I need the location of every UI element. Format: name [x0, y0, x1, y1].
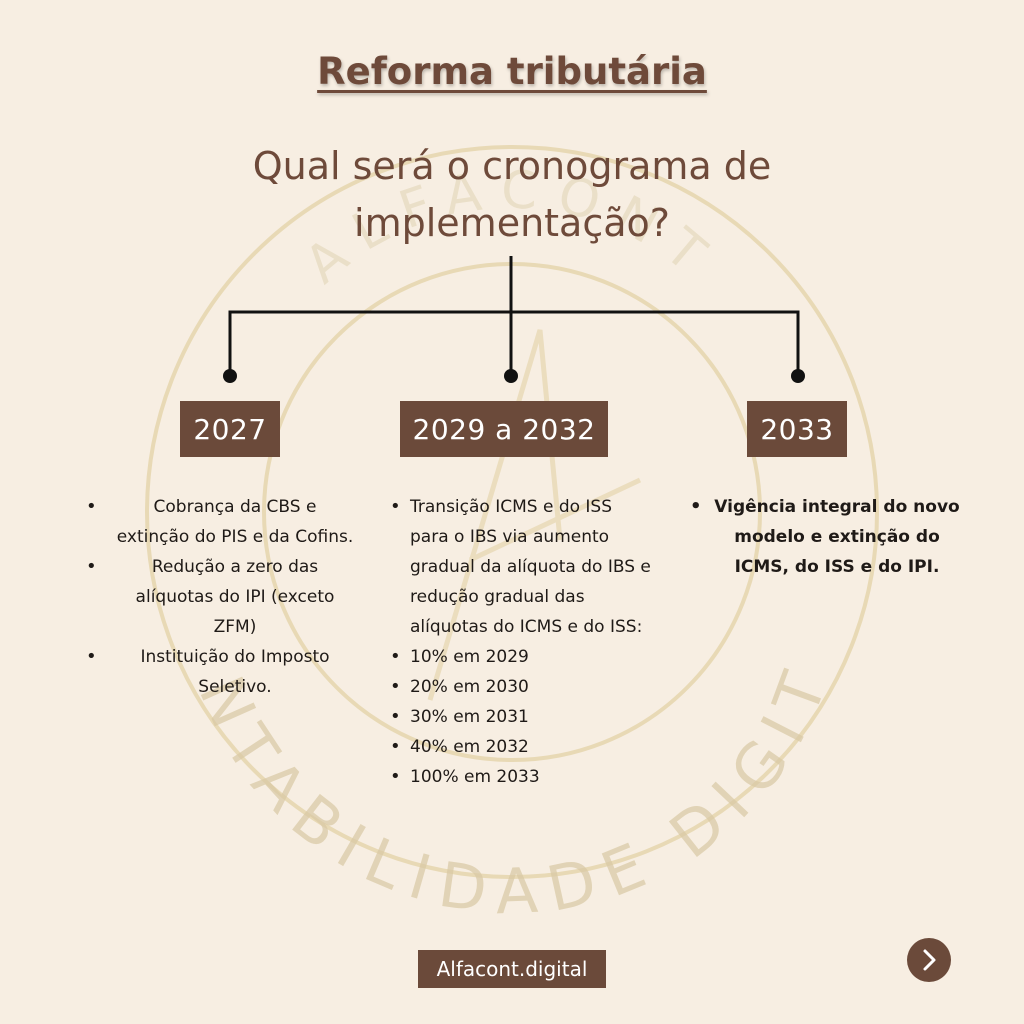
bullet-icon: • [390, 676, 401, 697]
year-badge-2027: 2027 [180, 401, 280, 457]
list-item: •10% em 2029 [386, 642, 656, 672]
bullet-icon: • [390, 706, 401, 727]
year-badge-2033: 2033 [747, 401, 847, 457]
bullet-icon: • [390, 496, 401, 517]
question-heading: Qual será o cronograma de implementação? [252, 144, 772, 245]
bullet-icon: • [390, 736, 401, 757]
connector-dot-3 [791, 369, 805, 383]
bullet-icon: • [86, 646, 97, 667]
year-badge-2029-2032: 2029 a 2032 [400, 401, 608, 457]
list-item: •30% em 2031 [386, 702, 656, 732]
bullet-icon: • [86, 496, 97, 517]
list-item: •20% em 2030 [386, 672, 656, 702]
connector-dot-2 [504, 369, 518, 383]
list-2033: •Vigência integral do novo modelo e exti… [686, 492, 966, 582]
bullet-icon: • [690, 496, 702, 517]
list-2029-2032: •Transição ICMS e do ISS para o IBS via … [386, 492, 656, 792]
next-slide-button[interactable] [907, 938, 951, 982]
list-item: •Transição ICMS e do ISS para o IBS via … [386, 492, 656, 642]
chevron-right-icon [923, 949, 936, 971]
list-item: •Vigência integral do novo modelo e exti… [686, 492, 966, 582]
list-item: •100% em 2033 [386, 762, 656, 792]
list-item: •Instituição do Imposto Seletivo. [86, 642, 354, 702]
connector-bracket [228, 310, 800, 372]
connector-dot-1 [223, 369, 237, 383]
bullet-icon: • [390, 646, 401, 667]
list-2027: •Cobrança da CBS e extinção do PIS e da … [86, 492, 354, 702]
brand-tag: Alfacont.digital [418, 950, 606, 988]
list-item: •Cobrança da CBS e extinção do PIS e da … [86, 492, 354, 552]
bullet-icon: • [390, 766, 401, 787]
bullet-icon: • [86, 556, 97, 577]
list-item: •40% em 2032 [386, 732, 656, 762]
page-title: Reforma tributária [317, 50, 707, 93]
list-item: •Redução a zero das alíquotas do IPI (ex… [86, 552, 354, 642]
